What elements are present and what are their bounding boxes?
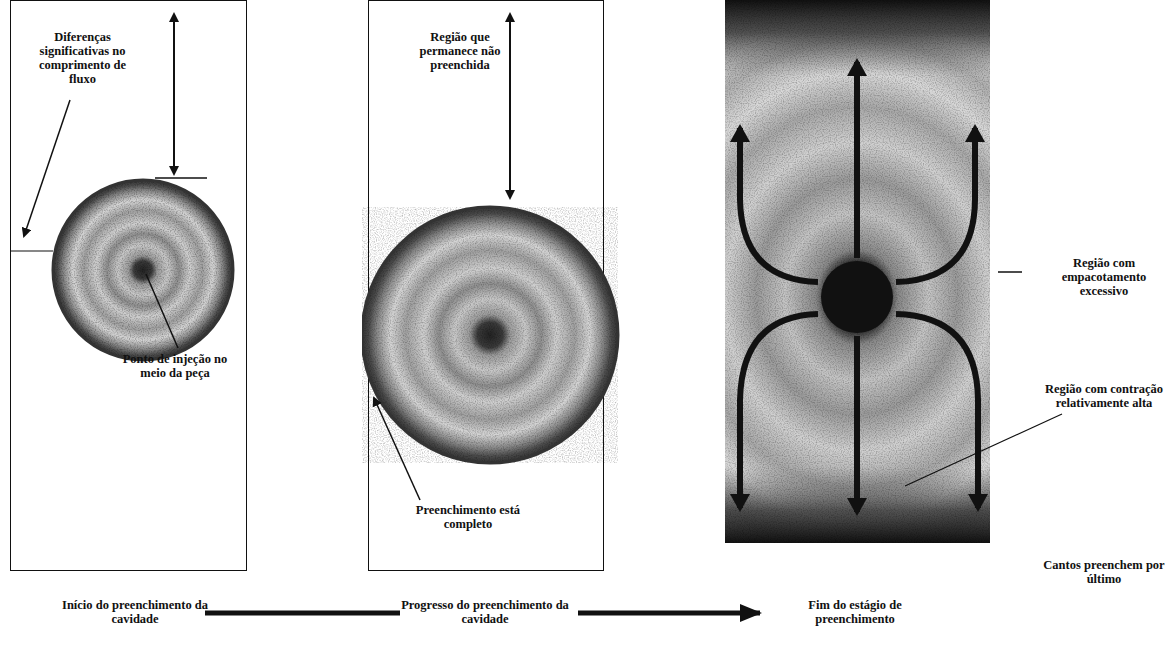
stage-label: Início do preenchimento da cavidade	[60, 598, 210, 626]
callout-label: Região com contração relativamente alta	[1040, 382, 1168, 410]
panel-end	[617, 0, 1097, 577]
callout-label: Ponto de injeção no meio da peça	[115, 352, 235, 380]
callout-label: Região que permanece não preenchida	[412, 30, 508, 72]
callout-label: Cantos preenchem por último	[1040, 558, 1168, 586]
callout-label: Preenchimento está completo	[398, 503, 538, 531]
panel-start	[10, 1, 247, 571]
callout-label: Região com empacotamento excessivo	[1040, 256, 1168, 298]
callout-label: Diferenças significativas no comprimento…	[30, 30, 135, 86]
stage-label: Progresso do preenchimento da cavidade	[400, 598, 570, 626]
flow-arrows	[740, 62, 978, 512]
panel-progress	[362, 1, 618, 571]
stage-label: Fim do estágio de preenchimento	[770, 598, 940, 626]
